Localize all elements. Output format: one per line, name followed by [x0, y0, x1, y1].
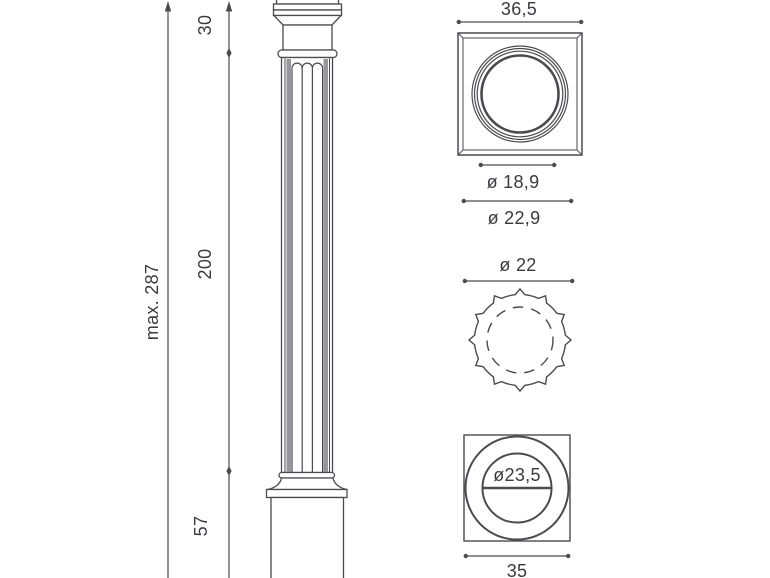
dim-label-base-diameter: ø23,5: [493, 465, 541, 485]
dimension-line-inner-diameter: [478, 162, 557, 168]
flute-shade-left: [286, 59, 291, 473]
dim-label-outer-diameter: ø 22,9: [487, 208, 541, 228]
dimension-line-total-height: [164, 1, 172, 578]
capital-elevation: [272, 0, 343, 59]
shaft-elevation: [280, 56, 334, 474]
arrow-up-icon: [225, 1, 233, 12]
capital-top-view: [456, 19, 584, 204]
arrow-up-icon: [164, 1, 172, 12]
dimension-line-outer-diameter: [461, 198, 574, 204]
column-elevation: [265, 0, 348, 578]
section-fluted-outline: [467, 287, 573, 393]
tick-diamond-icon: [226, 466, 232, 476]
height-dimension-lines: [164, 1, 233, 578]
base-elevation: [265, 471, 348, 578]
shaft-cross-section: [462, 278, 575, 393]
dim-label-base-width: 35: [506, 561, 528, 578]
section-dashed-circle: [486, 306, 554, 374]
dim-label-inner-diameter: ø 18,9: [486, 172, 540, 192]
dimension-line-segments: [225, 1, 233, 578]
dim-label-shaft-height: 200: [195, 248, 215, 280]
base-top-view: [463, 434, 571, 559]
dimension-line-base-width: [463, 553, 571, 559]
dim-label-total-height: max. 287: [142, 263, 162, 341]
dimension-line-section-diameter: [462, 278, 575, 284]
dim-label-base-height: 57: [191, 515, 211, 537]
flute-shade-right: [323, 59, 328, 473]
dimension-line-capital-width: [456, 19, 584, 25]
dim-label-section-diameter: ø 22: [499, 255, 537, 275]
capital-ring-bold: [480, 54, 560, 134]
dim-label-capital-width: 36,5: [500, 0, 538, 19]
dim-label-capital-height: 30: [195, 14, 215, 36]
tick-diamond-icon: [226, 48, 232, 58]
